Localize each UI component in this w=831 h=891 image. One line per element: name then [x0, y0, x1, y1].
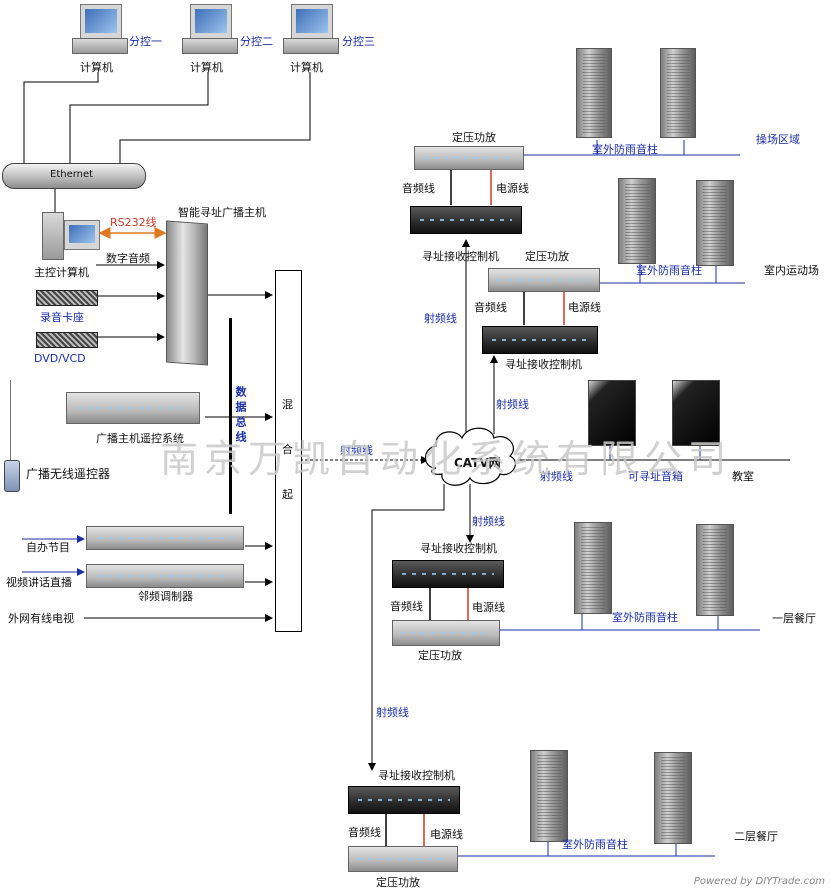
rf-line-label-6: 射频线: [376, 706, 409, 719]
pc-2-label: 计算机: [190, 61, 223, 74]
audio-line-3-label: 音频线: [390, 600, 423, 613]
video-talk-label: 视频讲话直播: [6, 576, 72, 589]
local-program-label: 自办节目: [26, 541, 70, 554]
amp-3-icon: [392, 620, 500, 646]
sub-ctrl-1-label: 分控一: [129, 35, 162, 48]
remote-antenna-icon: [10, 380, 11, 460]
amp-2-label: 定压功放: [525, 250, 569, 263]
rf-line-label-3: 射频线: [496, 398, 529, 411]
amp-3-label: 定压功放: [418, 649, 462, 662]
main-pc-tower-icon: [42, 212, 64, 260]
amp-1-label: 定压功放: [452, 131, 496, 144]
classroom-label: 教室: [732, 470, 754, 483]
rf-line-label-5: 射频线: [472, 515, 505, 528]
catv-label: CATV网: [454, 456, 501, 470]
host-remote-unit-icon: [66, 392, 200, 424]
catv-external-label: 外网有线电视: [8, 612, 74, 625]
broadcast-host-icon: [166, 220, 208, 366]
mixer-char-1: 混: [282, 398, 293, 411]
outdoor-column-2-label: 室外防雨音柱: [636, 264, 702, 277]
pc-3-label: 计算机: [290, 61, 323, 74]
audio-line-1-label: 音频线: [402, 182, 435, 195]
ethernet-cables: [23, 72, 311, 212]
catv-cloud: [424, 427, 516, 486]
modulator-2-icon: [86, 564, 244, 588]
mixer-char-3: 起: [282, 488, 293, 501]
recorder-icon: [36, 290, 98, 306]
speaker-column-3b-icon: [696, 524, 734, 616]
main-pc-label: 主控计算机: [34, 266, 89, 279]
pc-2-monitor-icon: [190, 4, 232, 40]
outdoor-column-3-label: 室外防雨音柱: [612, 611, 678, 624]
host-remote-label: 广播主机遥控系统: [96, 432, 184, 445]
main-pc-monitor-icon: [64, 220, 100, 250]
receiver-2-label: 寻址接收控制机: [505, 358, 582, 371]
modulator-1-icon: [86, 526, 244, 550]
dvd-label: DVD/VCD: [34, 352, 86, 365]
recorder-label: 录音卡座: [40, 311, 84, 324]
rf-line-label-4: 射频线: [540, 470, 573, 483]
amp-2-icon: [488, 268, 600, 292]
playground-label: 操场区域: [756, 133, 800, 146]
audio-line-4-label: 音频线: [348, 826, 381, 839]
canteen-1-label: 一层餐厅: [772, 612, 816, 625]
sub-ctrl-2-label: 分控二: [240, 35, 273, 48]
pc-3-base-icon: [283, 38, 339, 54]
receiver-1-icon: [410, 206, 522, 234]
company-watermark: 南京万凯自动化系统有限公司: [160, 437, 733, 481]
addressable-box-label: 可寻址音箱: [628, 470, 683, 483]
host-label: 智能寻址广播主机: [178, 206, 266, 219]
amp-4-icon: [348, 846, 458, 872]
speaker-column-4b-icon: [654, 752, 692, 844]
modulator-label: 邻频调制器: [138, 590, 193, 603]
power-line-1-label: 电源线: [496, 182, 529, 195]
ethernet-label: Ethernet: [50, 169, 94, 180]
receiver-3-label: 寻址接收控制机: [420, 542, 497, 555]
wireless-remote-icon: [4, 460, 20, 492]
rf-line-label-2: 射频线: [424, 312, 457, 325]
receiver-1-label: 寻址接收控制机: [422, 250, 499, 263]
data-bus-bar: [229, 318, 232, 514]
indoor-gym-label: 室内运动场: [764, 264, 819, 277]
pc-1-monitor-icon: [80, 4, 122, 40]
ethernet-pipe: [2, 163, 146, 189]
credit-watermark: Powered by DIYTrade.com: [693, 876, 825, 887]
power-line-4-label: 电源线: [430, 828, 463, 841]
speaker-column-4a-icon: [530, 750, 568, 842]
pc-1-base-icon: [72, 38, 128, 54]
mixer-char-2: 合: [282, 443, 293, 456]
speaker-column-2b-icon: [696, 180, 734, 266]
canteen-2-label: 二层餐厅: [734, 830, 778, 843]
power-line-2-label: 电源线: [568, 301, 601, 314]
rs232-label: RS232线: [110, 216, 157, 229]
amp-1-icon: [414, 146, 524, 170]
receiver-4-label: 寻址接收控制机: [378, 769, 455, 782]
receiver-3-icon: [392, 560, 504, 588]
audio-line-2-label: 音频线: [474, 301, 507, 314]
wireless-remote-label: 广播无线遥控器: [26, 467, 111, 481]
addressable-box-b-icon: [672, 380, 720, 446]
power-line-3-label: 电源线: [472, 601, 505, 614]
amp-4-label: 定压功放: [376, 876, 420, 889]
mixer-box: [275, 270, 302, 632]
pc-1-label: 计算机: [80, 61, 113, 74]
outdoor-column-1-label: 室外防雨音柱: [592, 143, 658, 156]
speaker-column-1b-icon: [660, 48, 696, 138]
sub-ctrl-3-label: 分控三: [342, 35, 375, 48]
speaker-column-3a-icon: [574, 522, 612, 614]
receiver-4-icon: [348, 786, 460, 814]
digital-audio-label: 数字音频: [106, 252, 150, 265]
addressable-box-a-icon: [588, 380, 636, 446]
data-bus-label: 数据总线: [234, 386, 247, 446]
dvd-icon: [36, 332, 98, 348]
rf-line-label-main: 射频线: [340, 444, 373, 457]
pc-2-base-icon: [182, 38, 238, 54]
outdoor-column-4-label: 室外防雨音柱: [562, 838, 628, 851]
receiver-2-icon: [482, 326, 598, 354]
speaker-column-1a-icon: [576, 48, 612, 138]
pc-3-monitor-icon: [291, 4, 333, 40]
speaker-column-2a-icon: [618, 178, 656, 264]
